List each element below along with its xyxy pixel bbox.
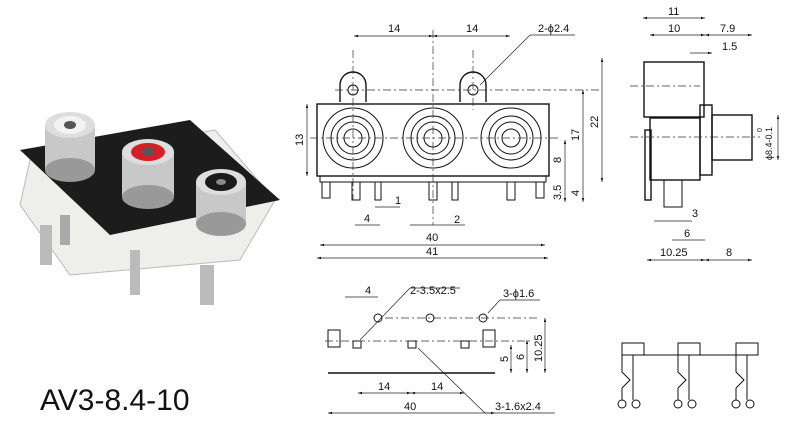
dim-label: 3-1.6x2.4 — [495, 401, 541, 413]
jack-red — [122, 139, 174, 209]
dim-label: 7.9 — [720, 23, 735, 35]
dim-label: 2-3.5x2.5 — [410, 285, 456, 297]
dim-label: 17 — [570, 129, 582, 141]
footprint-view: 4 2-3.5x2.5 3-ϕ1.6 5 6 10.25 14 14 40 3-… — [325, 285, 555, 415]
dim-label: 3-ϕ1.6 — [503, 288, 534, 300]
dim-label: 4 — [570, 190, 582, 196]
diameter-label: ϕ8.4-0.1 — [764, 127, 774, 160]
tolerance-upper: 0 — [757, 128, 764, 132]
dim-label: 14 — [388, 23, 400, 35]
front-view: 14 14 2-ϕ2.4 13 22 17 8 3.5 4 1 4 2 40 4… — [294, 23, 604, 260]
dim-label: 5 — [499, 356, 511, 362]
dim-label: 14 — [466, 23, 478, 35]
jack-black — [196, 169, 246, 236]
dim-label: 10 — [668, 23, 680, 35]
dim-label: 4 — [364, 213, 370, 225]
dim-label: 14 — [378, 381, 390, 393]
product-photo — [19, 112, 280, 305]
dim-label: 10.25 — [660, 247, 688, 259]
dim-label: 3.5 — [552, 185, 564, 200]
dim-label: 13 — [294, 134, 306, 146]
dim-label: 8 — [726, 247, 732, 259]
dim-label: 3 — [692, 208, 698, 220]
dim-label: 22 — [589, 116, 601, 128]
dim-label: 4 — [365, 285, 371, 297]
dim-label: 2 — [454, 214, 460, 226]
dim-label: 10.25 — [533, 334, 545, 362]
dim-label: 14 — [431, 381, 443, 393]
dim-label: 1 — [395, 195, 401, 207]
dim-label: 1.5 — [722, 41, 737, 53]
side-view: 11 10 7.9 1.5 ϕ8.4-0.1 0 3 6 10.25 8 — [630, 6, 780, 262]
dim-label: 40 — [404, 401, 416, 413]
dim-label: 8 — [552, 157, 564, 163]
model-title: AV3-8.4-10 — [40, 384, 190, 417]
dim-label: 2-ϕ2.4 — [538, 23, 569, 35]
dim-label: 6 — [684, 228, 690, 240]
schematic-symbol — [617, 342, 759, 409]
dim-label: 41 — [426, 246, 438, 258]
dim-label: 6 — [515, 354, 527, 360]
jack-white — [45, 112, 95, 182]
dim-label: 11 — [668, 6, 679, 18]
dim-label: 40 — [426, 232, 438, 244]
